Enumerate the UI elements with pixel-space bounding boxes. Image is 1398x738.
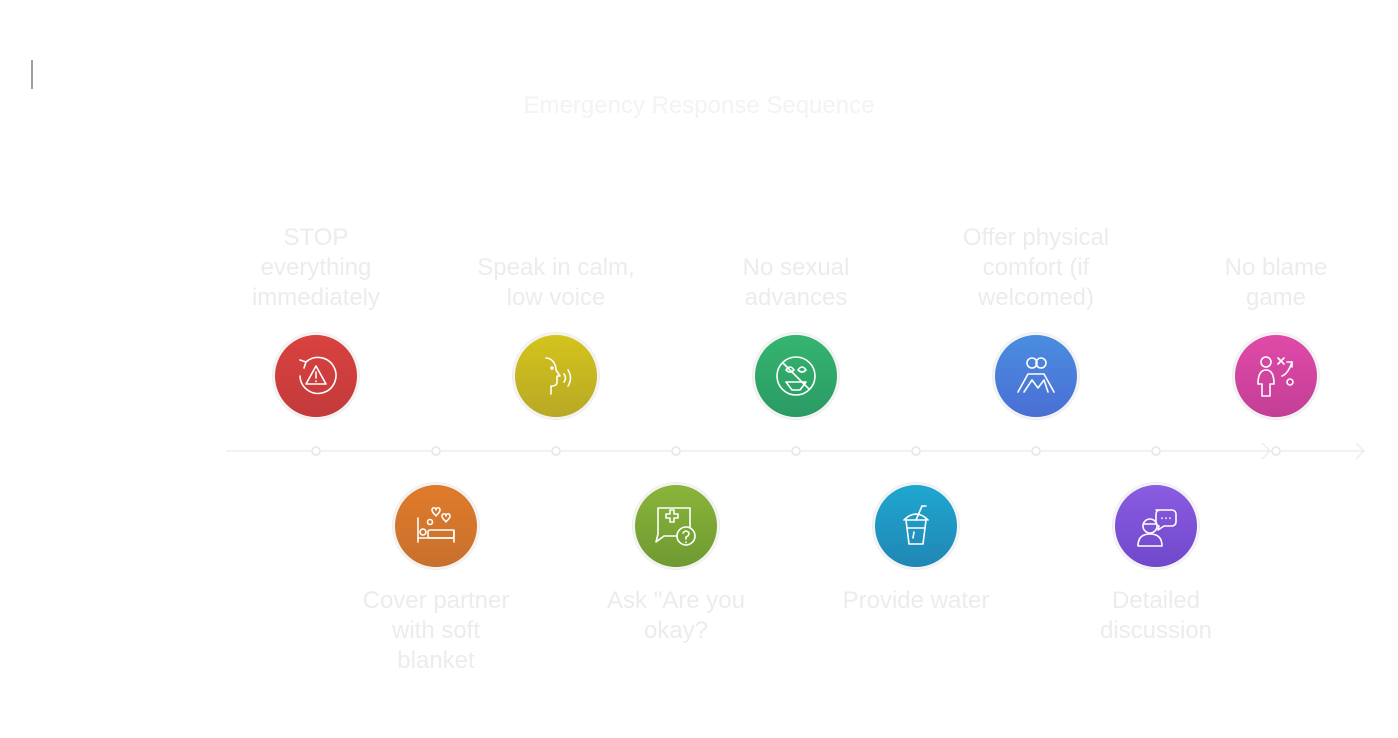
step-label: Cover partner with soft blanket <box>356 586 516 676</box>
hug-icon <box>1017 357 1055 393</box>
step-label-line: Provide water <box>842 587 990 614</box>
step-label-line: comfort (if <box>982 254 1090 281</box>
step-label-line: okay? <box>643 617 709 644</box>
step-label-line: Detailed <box>1111 587 1201 614</box>
step-label-line: blanket <box>397 647 475 674</box>
step-label-line: with soft <box>391 617 481 644</box>
no-lingerie-icon <box>776 356 816 396</box>
step-circle <box>753 333 839 419</box>
step-label-line: advances <box>744 284 848 311</box>
timeline-tick <box>551 446 561 456</box>
step-label-line: game <box>1245 284 1307 311</box>
step-label: Offer physical comfort (if welcomed) <box>956 223 1116 313</box>
step-label: Detailed discussion <box>1076 586 1236 646</box>
timeline-tick <box>671 446 681 456</box>
step-label-line: immediately <box>251 284 381 311</box>
timeline-tick <box>1271 446 1281 456</box>
step-label-line: low voice <box>506 284 606 311</box>
timeline-tick <box>911 446 921 456</box>
step-circle <box>633 483 719 569</box>
timeline-tick <box>1031 446 1041 456</box>
drink-cup-icon <box>903 505 929 545</box>
step-label: Speak in calm, low voice <box>476 253 636 313</box>
step-label: Ask "Are you okay? <box>596 586 756 646</box>
text-cursor-mark <box>31 60 33 89</box>
step-circle <box>873 483 959 569</box>
step-label-line: Ask "Are you <box>607 587 745 614</box>
step-circle <box>393 483 479 569</box>
step-label: No sexual advances <box>716 253 876 313</box>
bed-hearts-icon <box>417 506 455 543</box>
step-label: Provide water <box>836 586 996 616</box>
step-label-line: No blame <box>1224 254 1328 281</box>
step-circle <box>1233 333 1319 419</box>
step-circle <box>513 333 599 419</box>
medical-question-chat-icon <box>655 507 696 546</box>
step-label: No blame game <box>1196 253 1356 313</box>
timeline-tick <box>431 446 441 456</box>
step-label-line: welcomed) <box>977 284 1095 311</box>
step-label-line: STOP <box>283 224 349 251</box>
step-circle <box>993 333 1079 419</box>
timeline-tick <box>791 446 801 456</box>
step-circle <box>273 333 359 419</box>
step-label-line: Offer physical <box>962 224 1110 251</box>
diagram-title: Emergency Response Sequence <box>523 92 875 119</box>
timeline-tick <box>311 446 321 456</box>
step-label: STOP everything immediately <box>236 223 396 313</box>
step-label-line: Cover partner <box>362 587 510 614</box>
person-strategy-icon <box>1257 356 1294 397</box>
person-chat-icon <box>1137 509 1177 547</box>
stop-warning-icon <box>299 356 337 395</box>
speaking-face-icon <box>545 357 572 395</box>
step-label-line: No sexual <box>742 254 850 281</box>
timeline-tick <box>1151 446 1161 456</box>
step-label-line: Speak in calm, <box>477 254 635 281</box>
step-label-line: discussion <box>1099 617 1213 644</box>
step-label-line: everything <box>260 254 372 281</box>
step-circle <box>1113 483 1199 569</box>
